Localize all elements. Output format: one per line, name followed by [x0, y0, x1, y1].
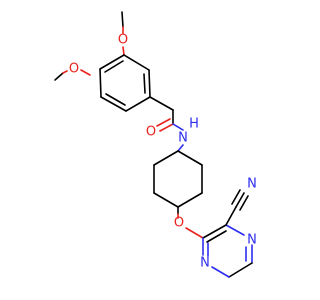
- bond-ring-4: [100, 96, 127, 112]
- nitrogen-pyrazine-lower-label: N: [200, 256, 210, 271]
- bond-carbonyl-o-second: [156, 118, 171, 127]
- bond-cn-triple-3: [231, 189, 241, 205]
- nitrogen-nitrile-label: N: [247, 177, 257, 192]
- bond-cn-triple-1: [235, 192, 245, 208]
- bond-pyrazine-2: [225, 224, 245, 236]
- bond-ring-2-inner: [143, 73, 146, 94]
- hydrogen-amide-label: H: [189, 117, 199, 132]
- bond-pyrazine-5: [211, 266, 230, 278]
- nitrogen-amide-label: N: [178, 131, 188, 146]
- oxygen-left-label: O: [69, 62, 79, 77]
- bond-o-ether-pyrazine: [185, 227, 204, 239]
- bond-ring-4-inner: [105, 93, 126, 106]
- bonds: [54, 11, 253, 278]
- bond-n-cyclohexyl: [177, 144, 184, 152]
- nitrogen-pyrazine-upper-label: N: [247, 233, 257, 248]
- bond-ring-6-inner: [104, 60, 124, 73]
- bond-carbonyl-o: [159, 123, 174, 132]
- bond-ring-1: [123, 54, 150, 71]
- bond-cyclohexane-1: [177, 150, 203, 166]
- molecule-structure: O O O N H O N N N: [54, 11, 257, 278]
- bond-ring-ch2: [149, 96, 174, 111]
- bond-o-left-methyl: [62, 70, 68, 74]
- bond-pyrazine-4: [228, 262, 253, 278]
- bond-methyl-left: [54, 72, 64, 81]
- bond-ring-3: [125, 96, 151, 112]
- bond-ring-6: [99, 54, 125, 70]
- oxygen-ether-label: O: [174, 216, 184, 231]
- bond-pyrazine-1: [202, 224, 227, 239]
- oxygen-top-label: O: [118, 33, 128, 48]
- bond-cn-triple-2: [239, 195, 249, 211]
- bond-o-top-ring: [122, 46, 125, 56]
- bond-pyrazine-cn: [225, 206, 237, 226]
- bond-ring-5: [99, 68, 102, 98]
- atom-labels: O O O N H O N N N: [69, 33, 257, 271]
- oxygen-carbonyl-label: O: [146, 125, 156, 140]
- bond-carbonyl-n: [172, 123, 184, 131]
- bond-cyclohexane-6: [153, 150, 179, 166]
- bond-pyrazine-1-inner: [206, 230, 227, 243]
- bond-ring-2: [148, 69, 151, 98]
- bond-o-left-ring: [80, 69, 91, 76]
- bond-cyclohexane-4: [153, 192, 179, 208]
- bond-cyclohexane-3: [177, 192, 203, 208]
- bond-methyl-top: [121, 11, 124, 28]
